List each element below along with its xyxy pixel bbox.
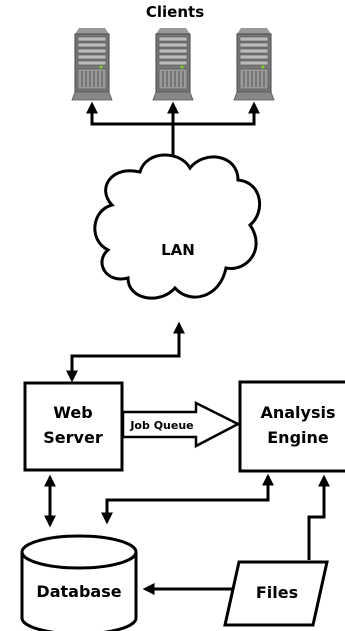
web-server-label-line1: Web xyxy=(53,403,92,422)
files-to-analysis-engine-arrow xyxy=(307,474,330,560)
lan-to-web-server-arrow xyxy=(66,321,185,383)
client-server-icon-1 xyxy=(71,27,113,101)
analysis-engine-box xyxy=(238,380,345,473)
database-label: Database xyxy=(36,582,121,601)
analysis-engine-label-line1: Analysis xyxy=(260,403,335,422)
database-cylinder-icon xyxy=(20,534,138,631)
job-queue-arrow xyxy=(121,400,241,449)
web-server-label-line2: Server xyxy=(43,428,103,447)
client-server-icon-2 xyxy=(152,27,194,101)
files-parallelogram-icon xyxy=(223,560,329,627)
client-server-icon-3 xyxy=(233,27,275,101)
job-queue-label: Job Queue xyxy=(129,419,193,432)
lan-cloud-icon xyxy=(93,153,261,300)
web-server-box xyxy=(23,381,124,472)
clients-label: Clients xyxy=(146,3,204,21)
analysis-engine-label-line2: Engine xyxy=(267,428,329,447)
lan-label: LAN xyxy=(161,241,195,259)
files-label: Files xyxy=(256,583,298,602)
database-to-analysis-engine-arrow xyxy=(101,473,274,525)
